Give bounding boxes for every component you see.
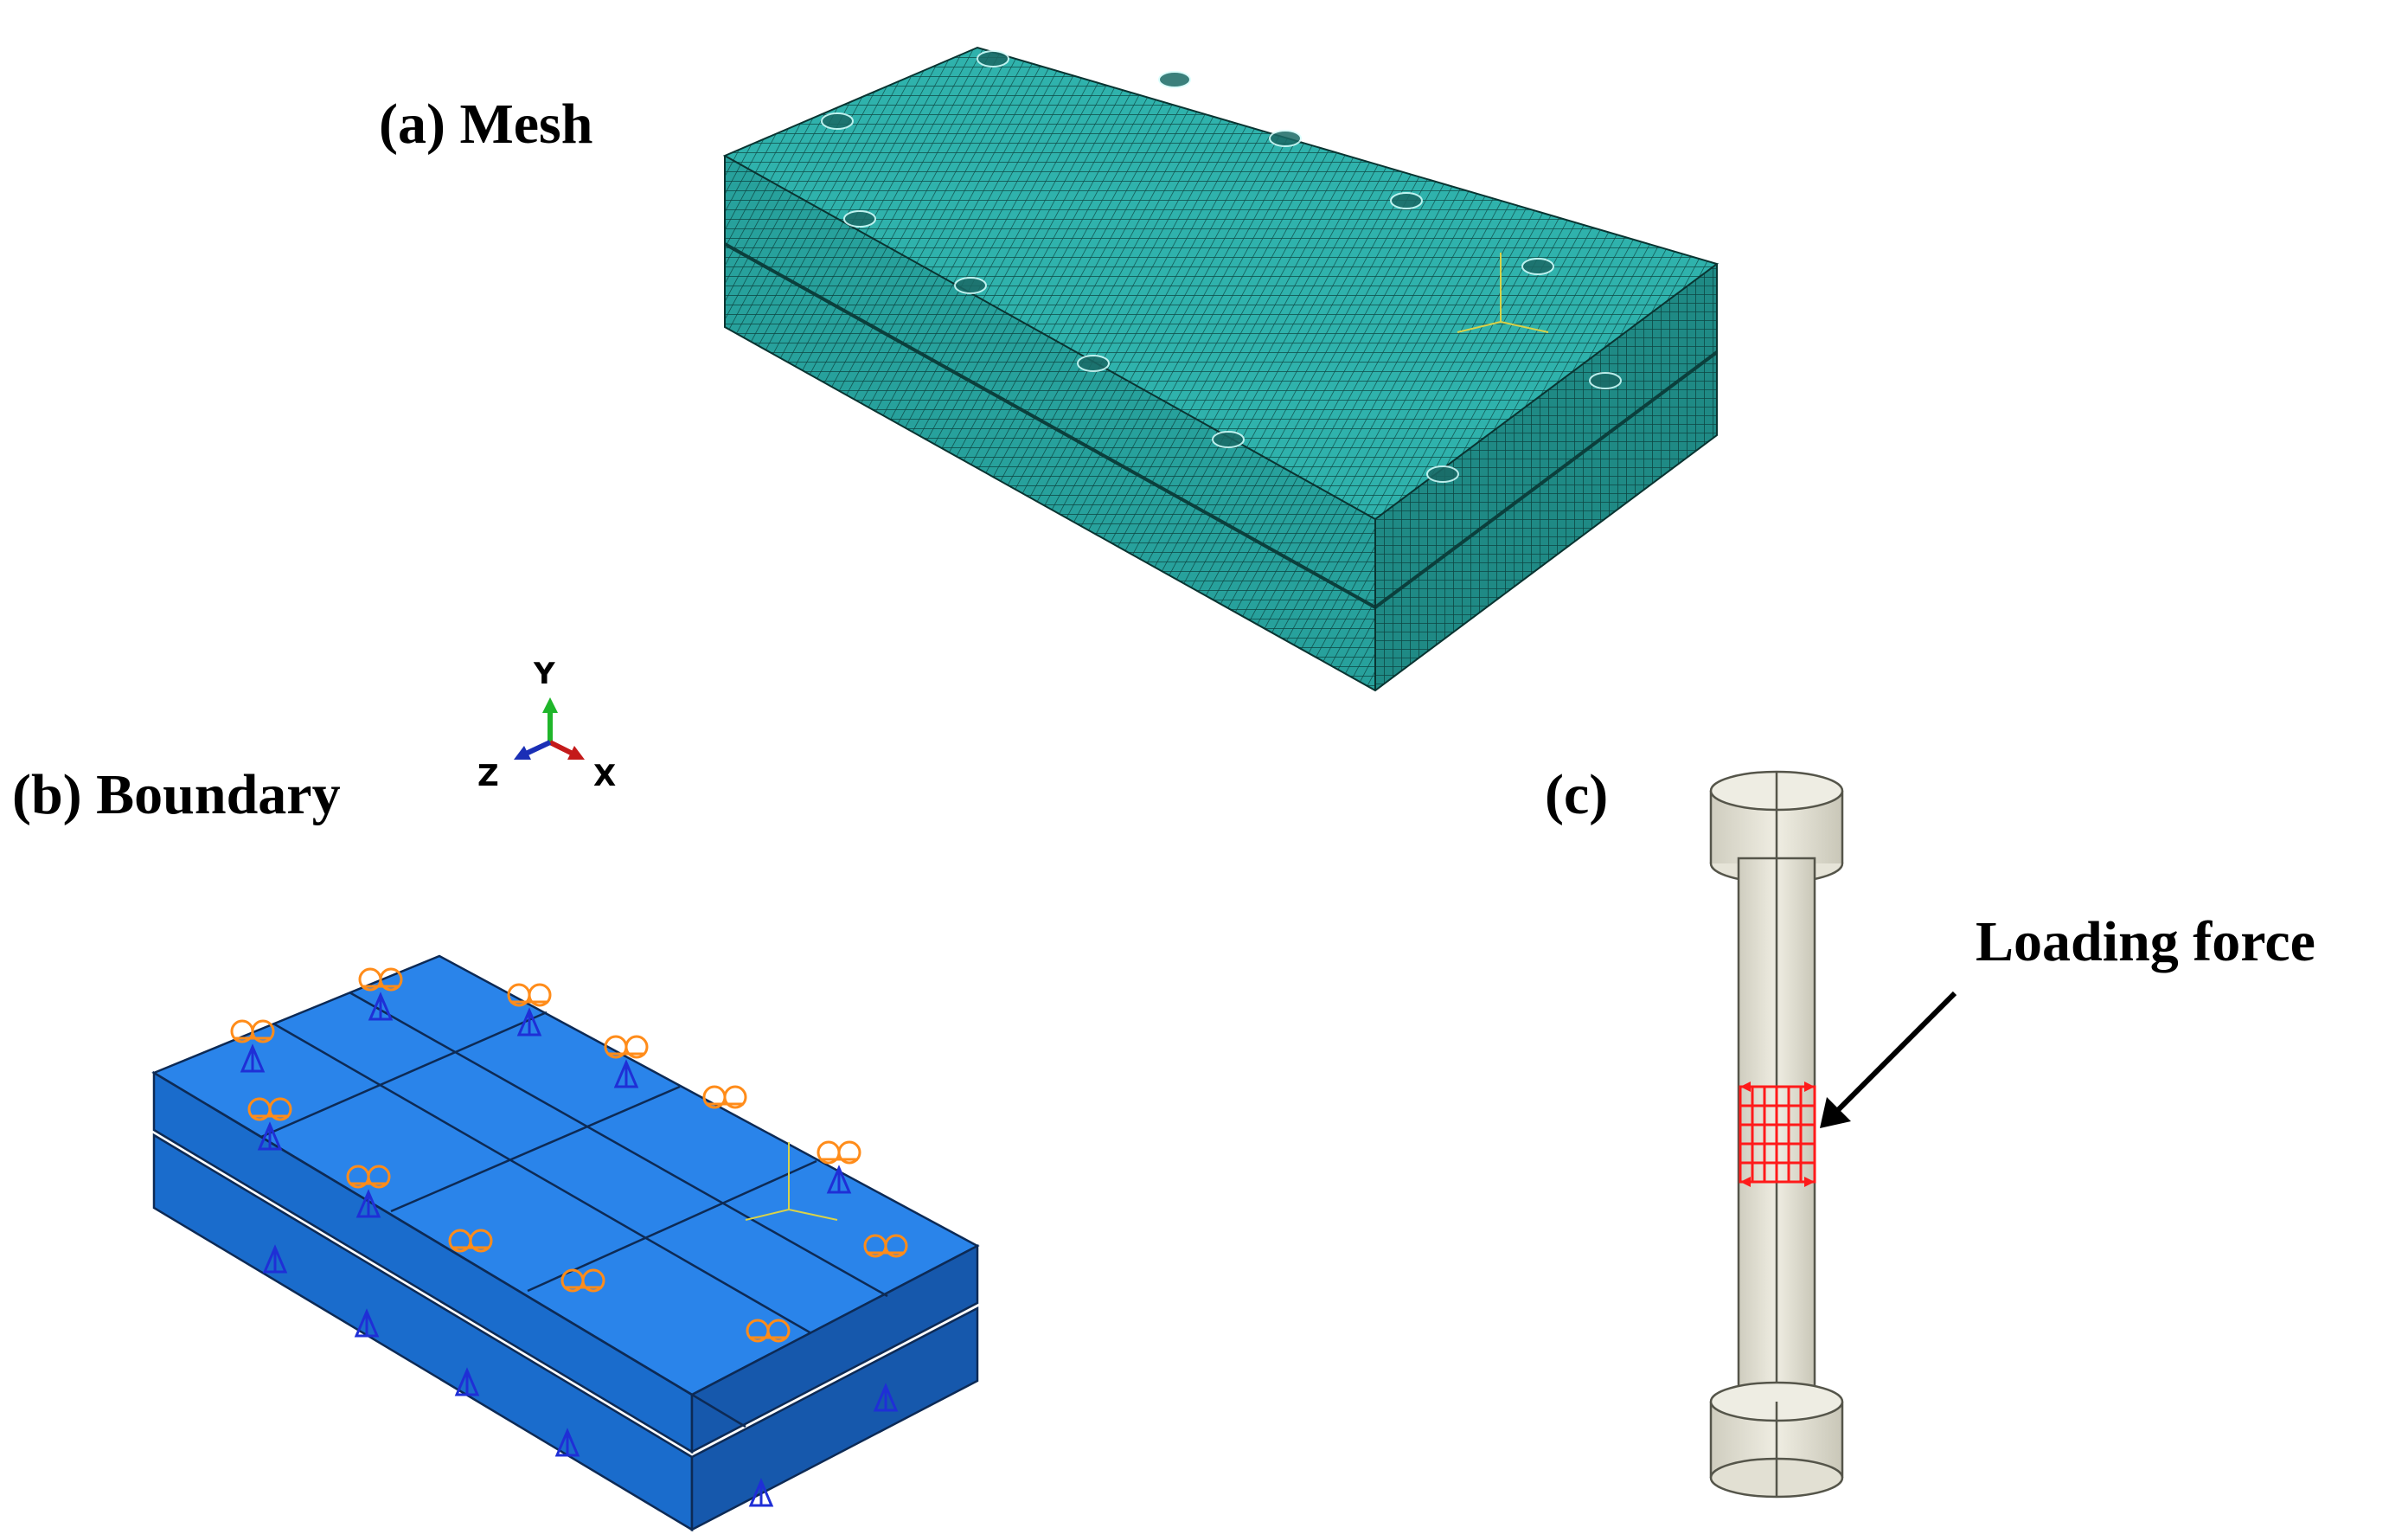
loading-force-label: Loading force <box>1976 910 2315 973</box>
loading-panel: (c) <box>1545 763 2315 1499</box>
global-axis-triad: Y X Z <box>477 657 616 793</box>
meshed-block <box>722 46 1720 692</box>
mesh-bolt-holes <box>821 50 1622 483</box>
triad-z-label: Z <box>477 759 499 793</box>
lower-plate-side <box>690 1306 979 1532</box>
boundary-panel: (b) Boundary <box>12 763 980 1532</box>
load-region <box>1739 1082 1816 1187</box>
loading-panel-label: (c) <box>1545 763 1608 826</box>
upper-plate-side <box>690 1243 979 1454</box>
triad-y-label: Y <box>533 657 555 691</box>
boundary-local-triad <box>745 1142 838 1221</box>
fixed-constraint-symbols <box>230 967 908 1343</box>
mesh-local-triad <box>1457 253 1549 333</box>
mesh-panel-label: (a) Mesh <box>379 93 592 156</box>
boundary-panel-label: (b) Boundary <box>12 763 341 826</box>
mesh-panel: (a) Mesh <box>379 46 1720 692</box>
loading-force-arrow <box>1820 991 1957 1128</box>
plate-assembly <box>151 954 980 1532</box>
support-constraint-symbols <box>240 992 899 1507</box>
triad-x-label: X <box>593 759 616 793</box>
